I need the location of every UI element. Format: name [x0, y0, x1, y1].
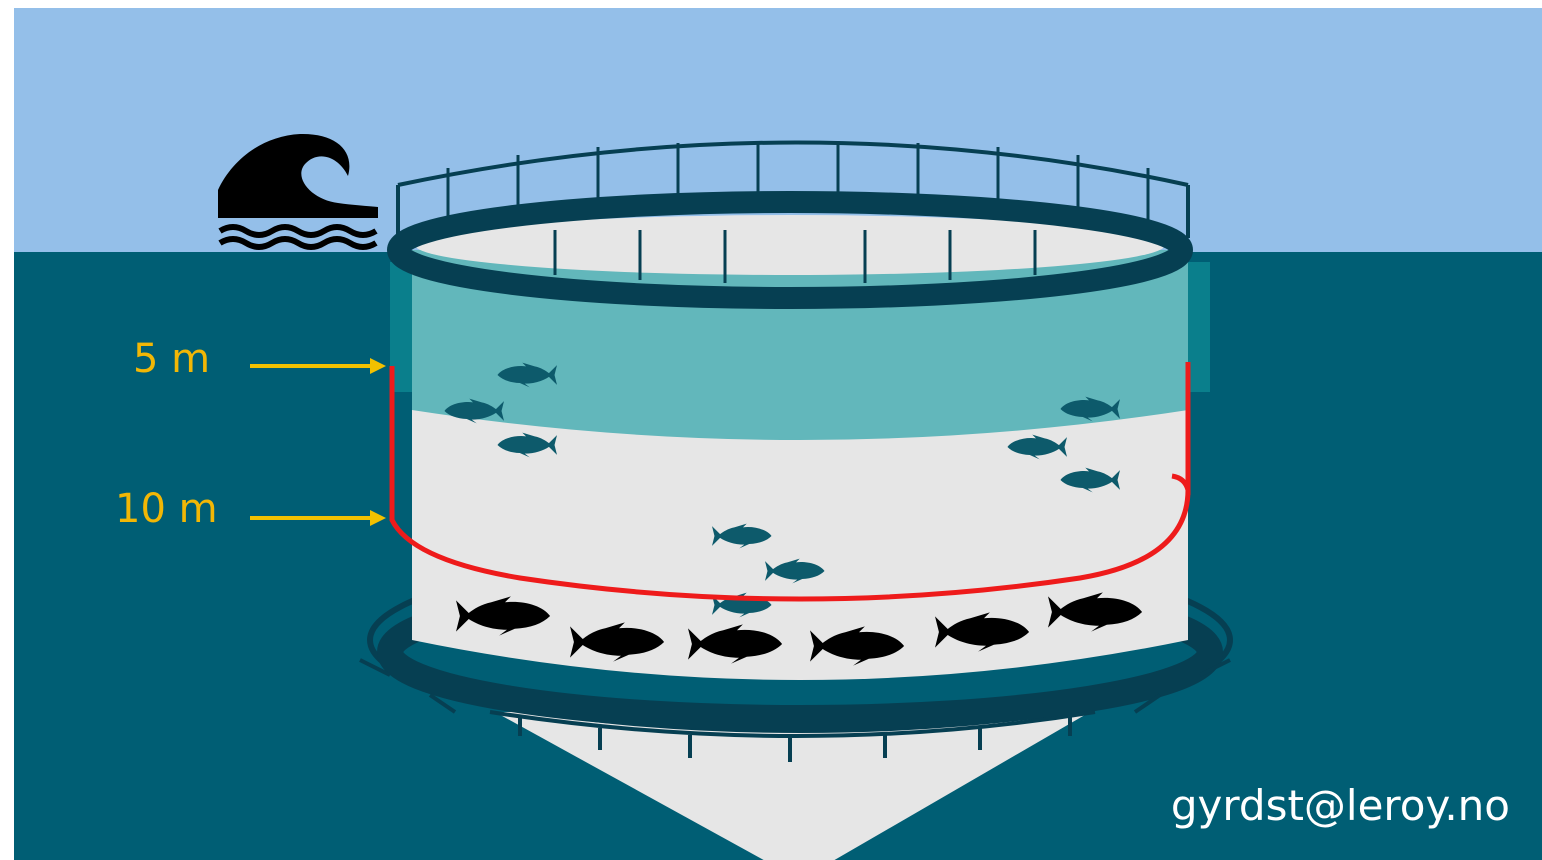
top-ring-inner: [415, 215, 1165, 275]
top-railing: [396, 140, 1190, 238]
depth-label-5m: 5 m: [133, 336, 210, 382]
contact-email: gyrdst@leroy.no: [1171, 781, 1510, 830]
top-ring: [387, 191, 1193, 309]
top-ring-posts: [553, 230, 1037, 283]
depth-arrow-5m: [250, 358, 386, 374]
net-cone: [495, 712, 1090, 860]
depth-arrow-10m: [250, 510, 386, 526]
cylinder-edge-left: [390, 262, 412, 392]
depth-label-10m: 10 m: [115, 486, 218, 532]
skirt-line: [389, 362, 1191, 602]
cylinder-edge-right: [1188, 262, 1210, 392]
wave-icon: [218, 133, 378, 250]
